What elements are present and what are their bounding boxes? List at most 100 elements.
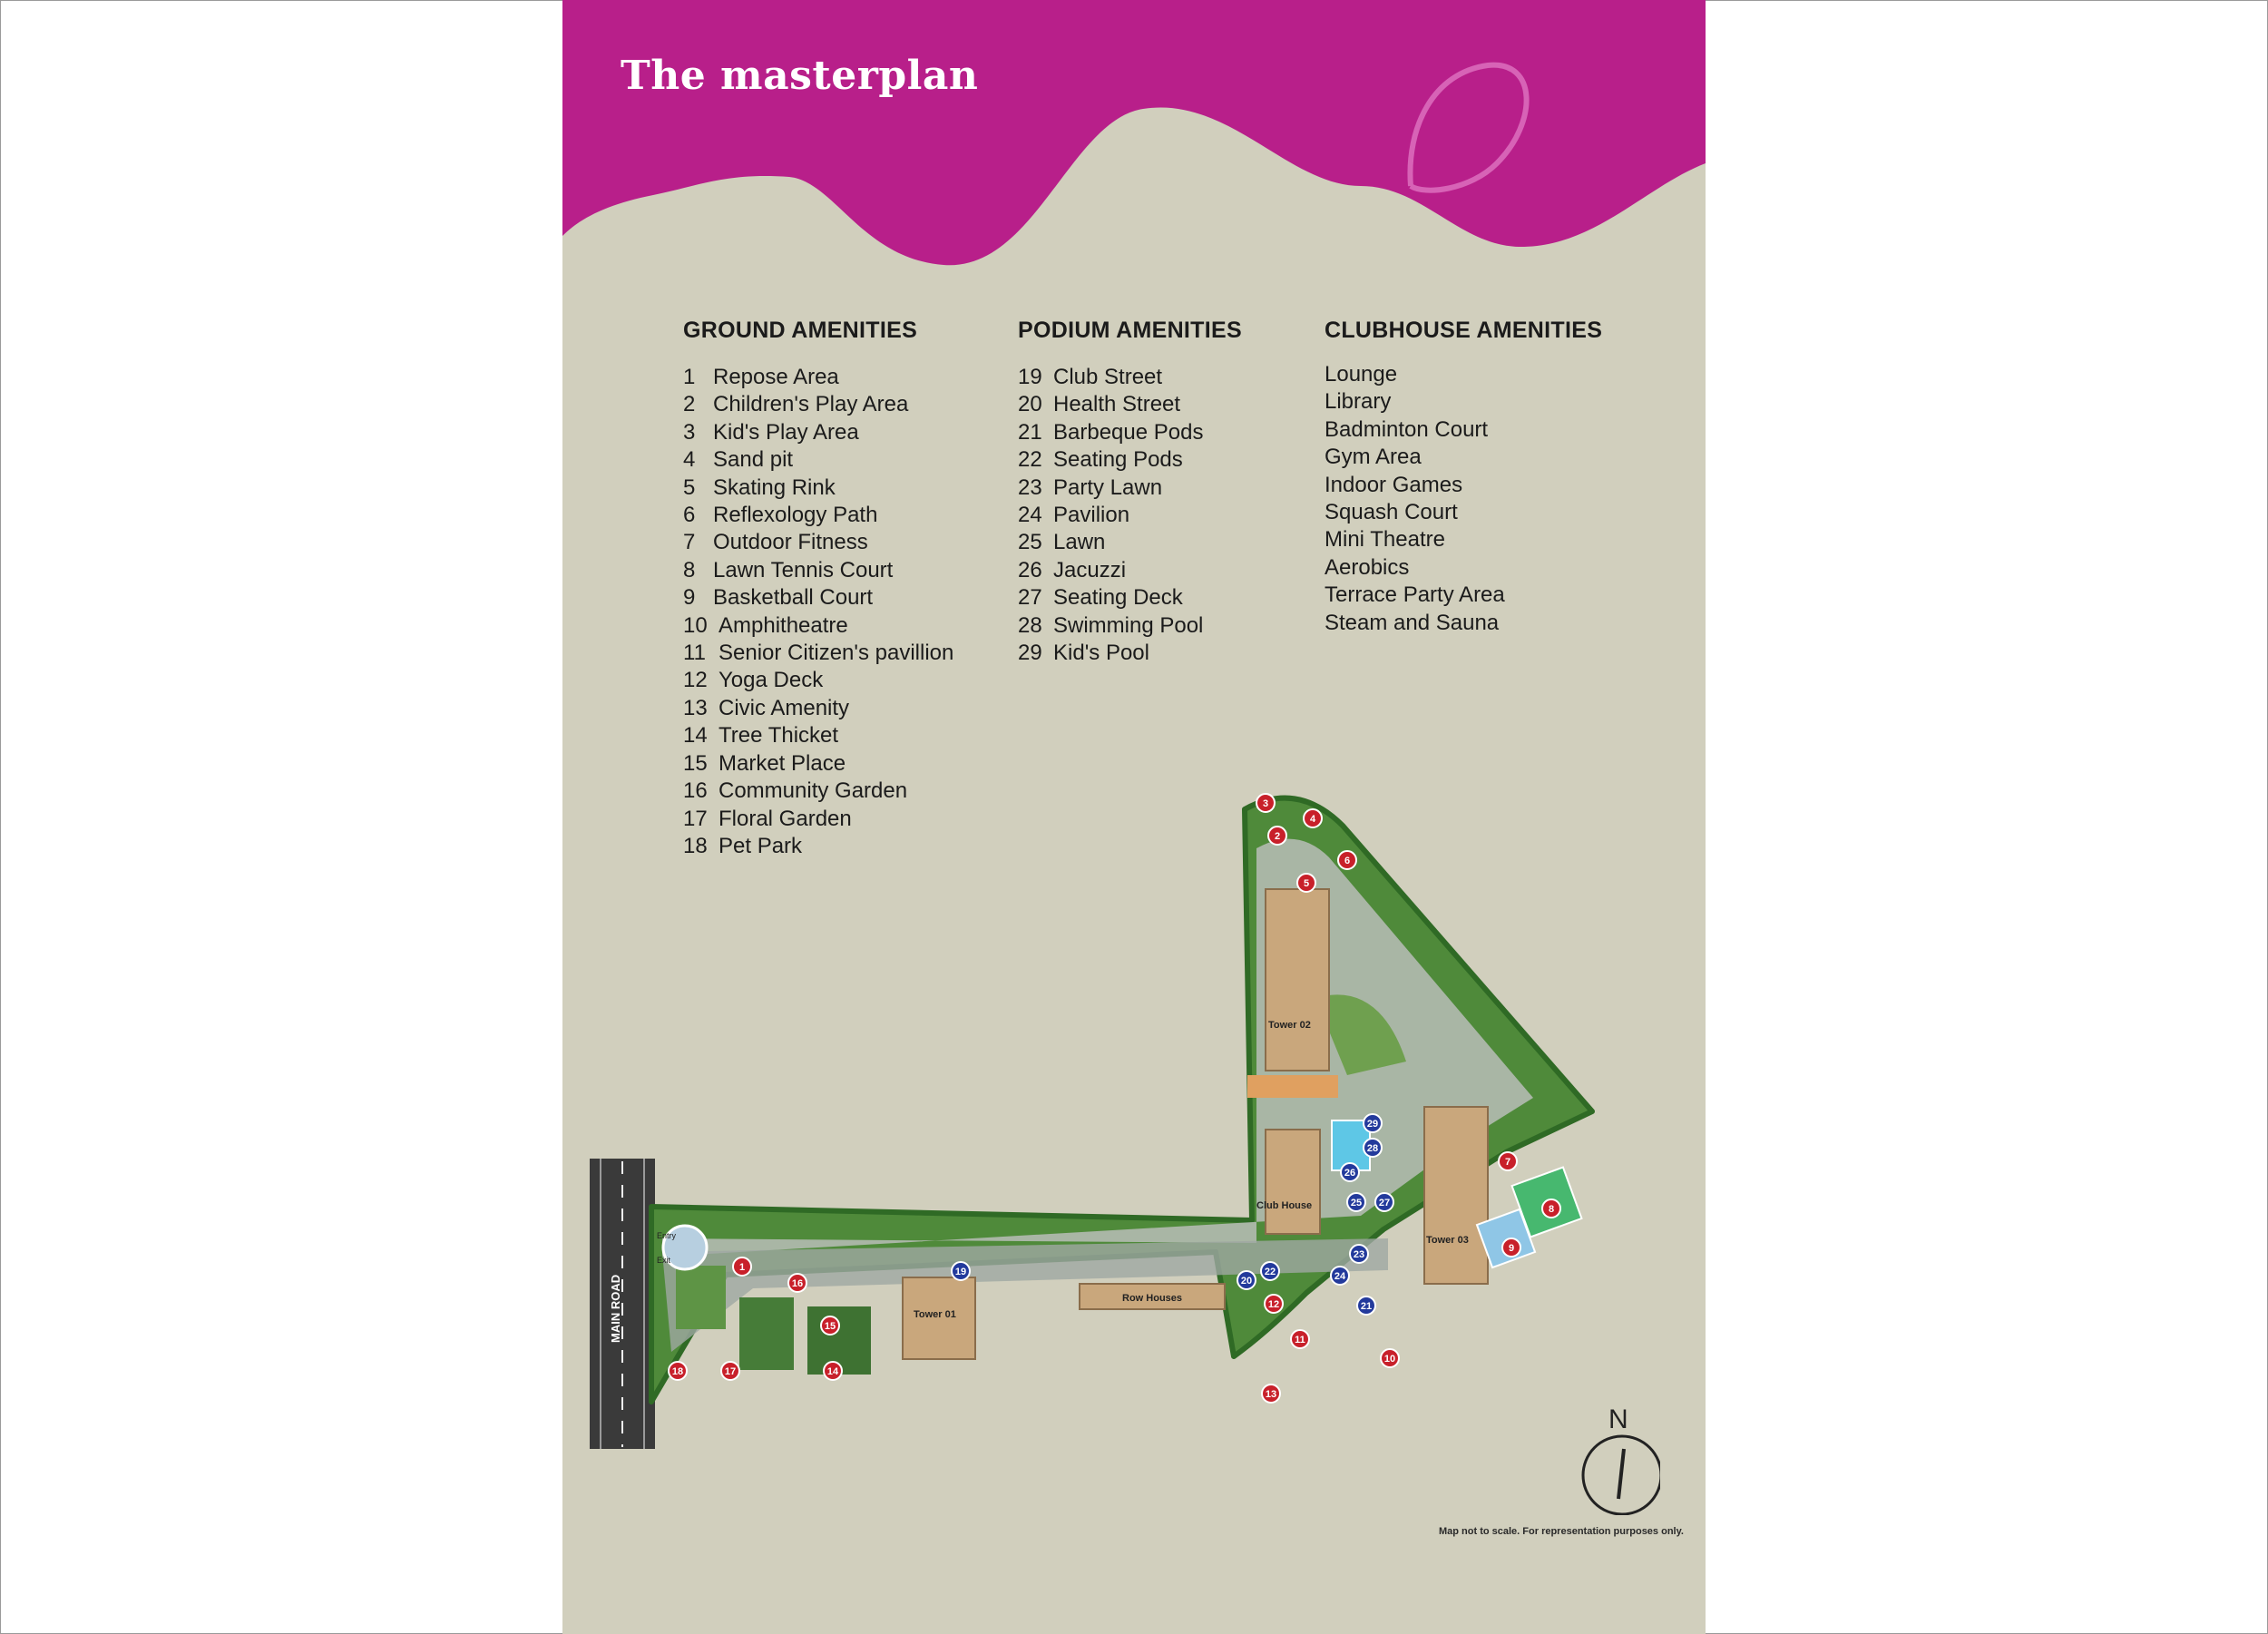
entry-label: Entry xyxy=(657,1231,677,1240)
svg-text:4: 4 xyxy=(1310,814,1316,825)
map-scale-note: Map not to scale. For representation pur… xyxy=(1439,1526,1684,1537)
marker-9: 9 xyxy=(1501,1238,1521,1257)
svg-text:Club House: Club House xyxy=(1256,1200,1312,1211)
site-masterplan-map: MAIN ROAD Entry Exit Tower 01 Tower 02 T… xyxy=(590,793,1660,1515)
marker-15: 15 xyxy=(820,1316,840,1336)
svg-text:25: 25 xyxy=(1351,1198,1362,1208)
marker-7: 7 xyxy=(1498,1151,1518,1171)
tower-02: Tower 02 xyxy=(1265,888,1330,1071)
svg-text:16: 16 xyxy=(792,1278,803,1289)
svg-text:Tower 01: Tower 01 xyxy=(914,1309,956,1320)
marker-22: 22 xyxy=(1260,1261,1280,1281)
marker-17: 17 xyxy=(720,1361,740,1381)
marker-4: 4 xyxy=(1303,808,1323,828)
clubhouse-amenities-column: CLUBHOUSE AMENITIES Lounge Library Badmi… xyxy=(1325,318,1602,637)
clubhouse-amenities-heading: CLUBHOUSE AMENITIES xyxy=(1325,318,1603,343)
marker-23: 23 xyxy=(1349,1244,1369,1264)
list-item: Aerobics xyxy=(1325,554,1410,580)
tower-03: Tower 03 xyxy=(1423,1106,1489,1285)
tower-01: Tower 01 xyxy=(902,1277,976,1360)
svg-text:22: 22 xyxy=(1265,1267,1276,1277)
marker-26: 26 xyxy=(1340,1162,1360,1182)
svg-text:Tower 03: Tower 03 xyxy=(1426,1235,1469,1246)
svg-text:10: 10 xyxy=(1384,1354,1395,1365)
svg-text:8: 8 xyxy=(1549,1204,1554,1215)
svg-text:6: 6 xyxy=(1344,856,1350,866)
svg-text:27: 27 xyxy=(1379,1198,1390,1208)
page-title: The masterplan xyxy=(621,53,979,99)
marker-2: 2 xyxy=(1267,826,1287,846)
main-road: MAIN ROAD xyxy=(590,1159,655,1449)
svg-text:2: 2 xyxy=(1275,831,1280,842)
north-compass-icon xyxy=(1581,1434,1660,1515)
list-item: Badminton Court xyxy=(1325,416,1489,442)
svg-text:19: 19 xyxy=(955,1267,966,1277)
marker-25: 25 xyxy=(1346,1192,1366,1212)
svg-text:Row Houses: Row Houses xyxy=(1122,1293,1182,1304)
amenity-markers: 1 2 3 4 5 6 7 8 9 10 11 12 13 14 15 16 1… xyxy=(668,793,1561,1404)
list-item: Terrace Party Area xyxy=(1325,582,1505,608)
marker-21: 21 xyxy=(1356,1296,1376,1316)
list-item: Gym Area xyxy=(1325,445,1422,470)
list-item: Mini Theatre xyxy=(1325,527,1445,553)
list-item: Lounge xyxy=(1325,362,1398,386)
list-item: Library xyxy=(1325,389,1392,415)
entry-roundabout xyxy=(661,1224,709,1271)
svg-text:29: 29 xyxy=(1367,1119,1378,1130)
swimming-pool xyxy=(1331,1120,1371,1171)
header-wave xyxy=(562,0,1706,266)
svg-text:11: 11 xyxy=(1295,1335,1305,1345)
club-house: Club House xyxy=(1256,1129,1321,1235)
marker-3: 3 xyxy=(1256,793,1276,813)
marker-5: 5 xyxy=(1296,873,1316,893)
ground-amenities-heading: GROUND AMENITIES xyxy=(683,318,918,343)
marker-24: 24 xyxy=(1330,1266,1350,1286)
marker-18: 18 xyxy=(668,1361,688,1381)
marker-19: 19 xyxy=(951,1261,971,1281)
svg-text:12: 12 xyxy=(1268,1299,1279,1310)
marker-27: 27 xyxy=(1374,1192,1394,1212)
svg-text:13: 13 xyxy=(1266,1389,1276,1400)
svg-text:20: 20 xyxy=(1241,1276,1252,1287)
basketball-court xyxy=(1475,1208,1537,1269)
clubhouse-amenities-list: Lounge Library Badminton Court Gym Area … xyxy=(1325,361,1602,637)
svg-text:21: 21 xyxy=(1361,1301,1372,1312)
list-item: Indoor Games xyxy=(1325,472,1463,497)
svg-text:5: 5 xyxy=(1304,878,1309,889)
row-houses: Row Houses xyxy=(1079,1283,1226,1310)
svg-text:18: 18 xyxy=(672,1366,683,1377)
marker-6: 6 xyxy=(1337,850,1357,870)
exit-label: Exit xyxy=(657,1256,671,1265)
compass-north-label: N xyxy=(1608,1404,1628,1434)
main-road-label: MAIN ROAD xyxy=(609,1275,622,1343)
marker-28: 28 xyxy=(1363,1138,1383,1158)
marker-11: 11 xyxy=(1290,1329,1310,1349)
